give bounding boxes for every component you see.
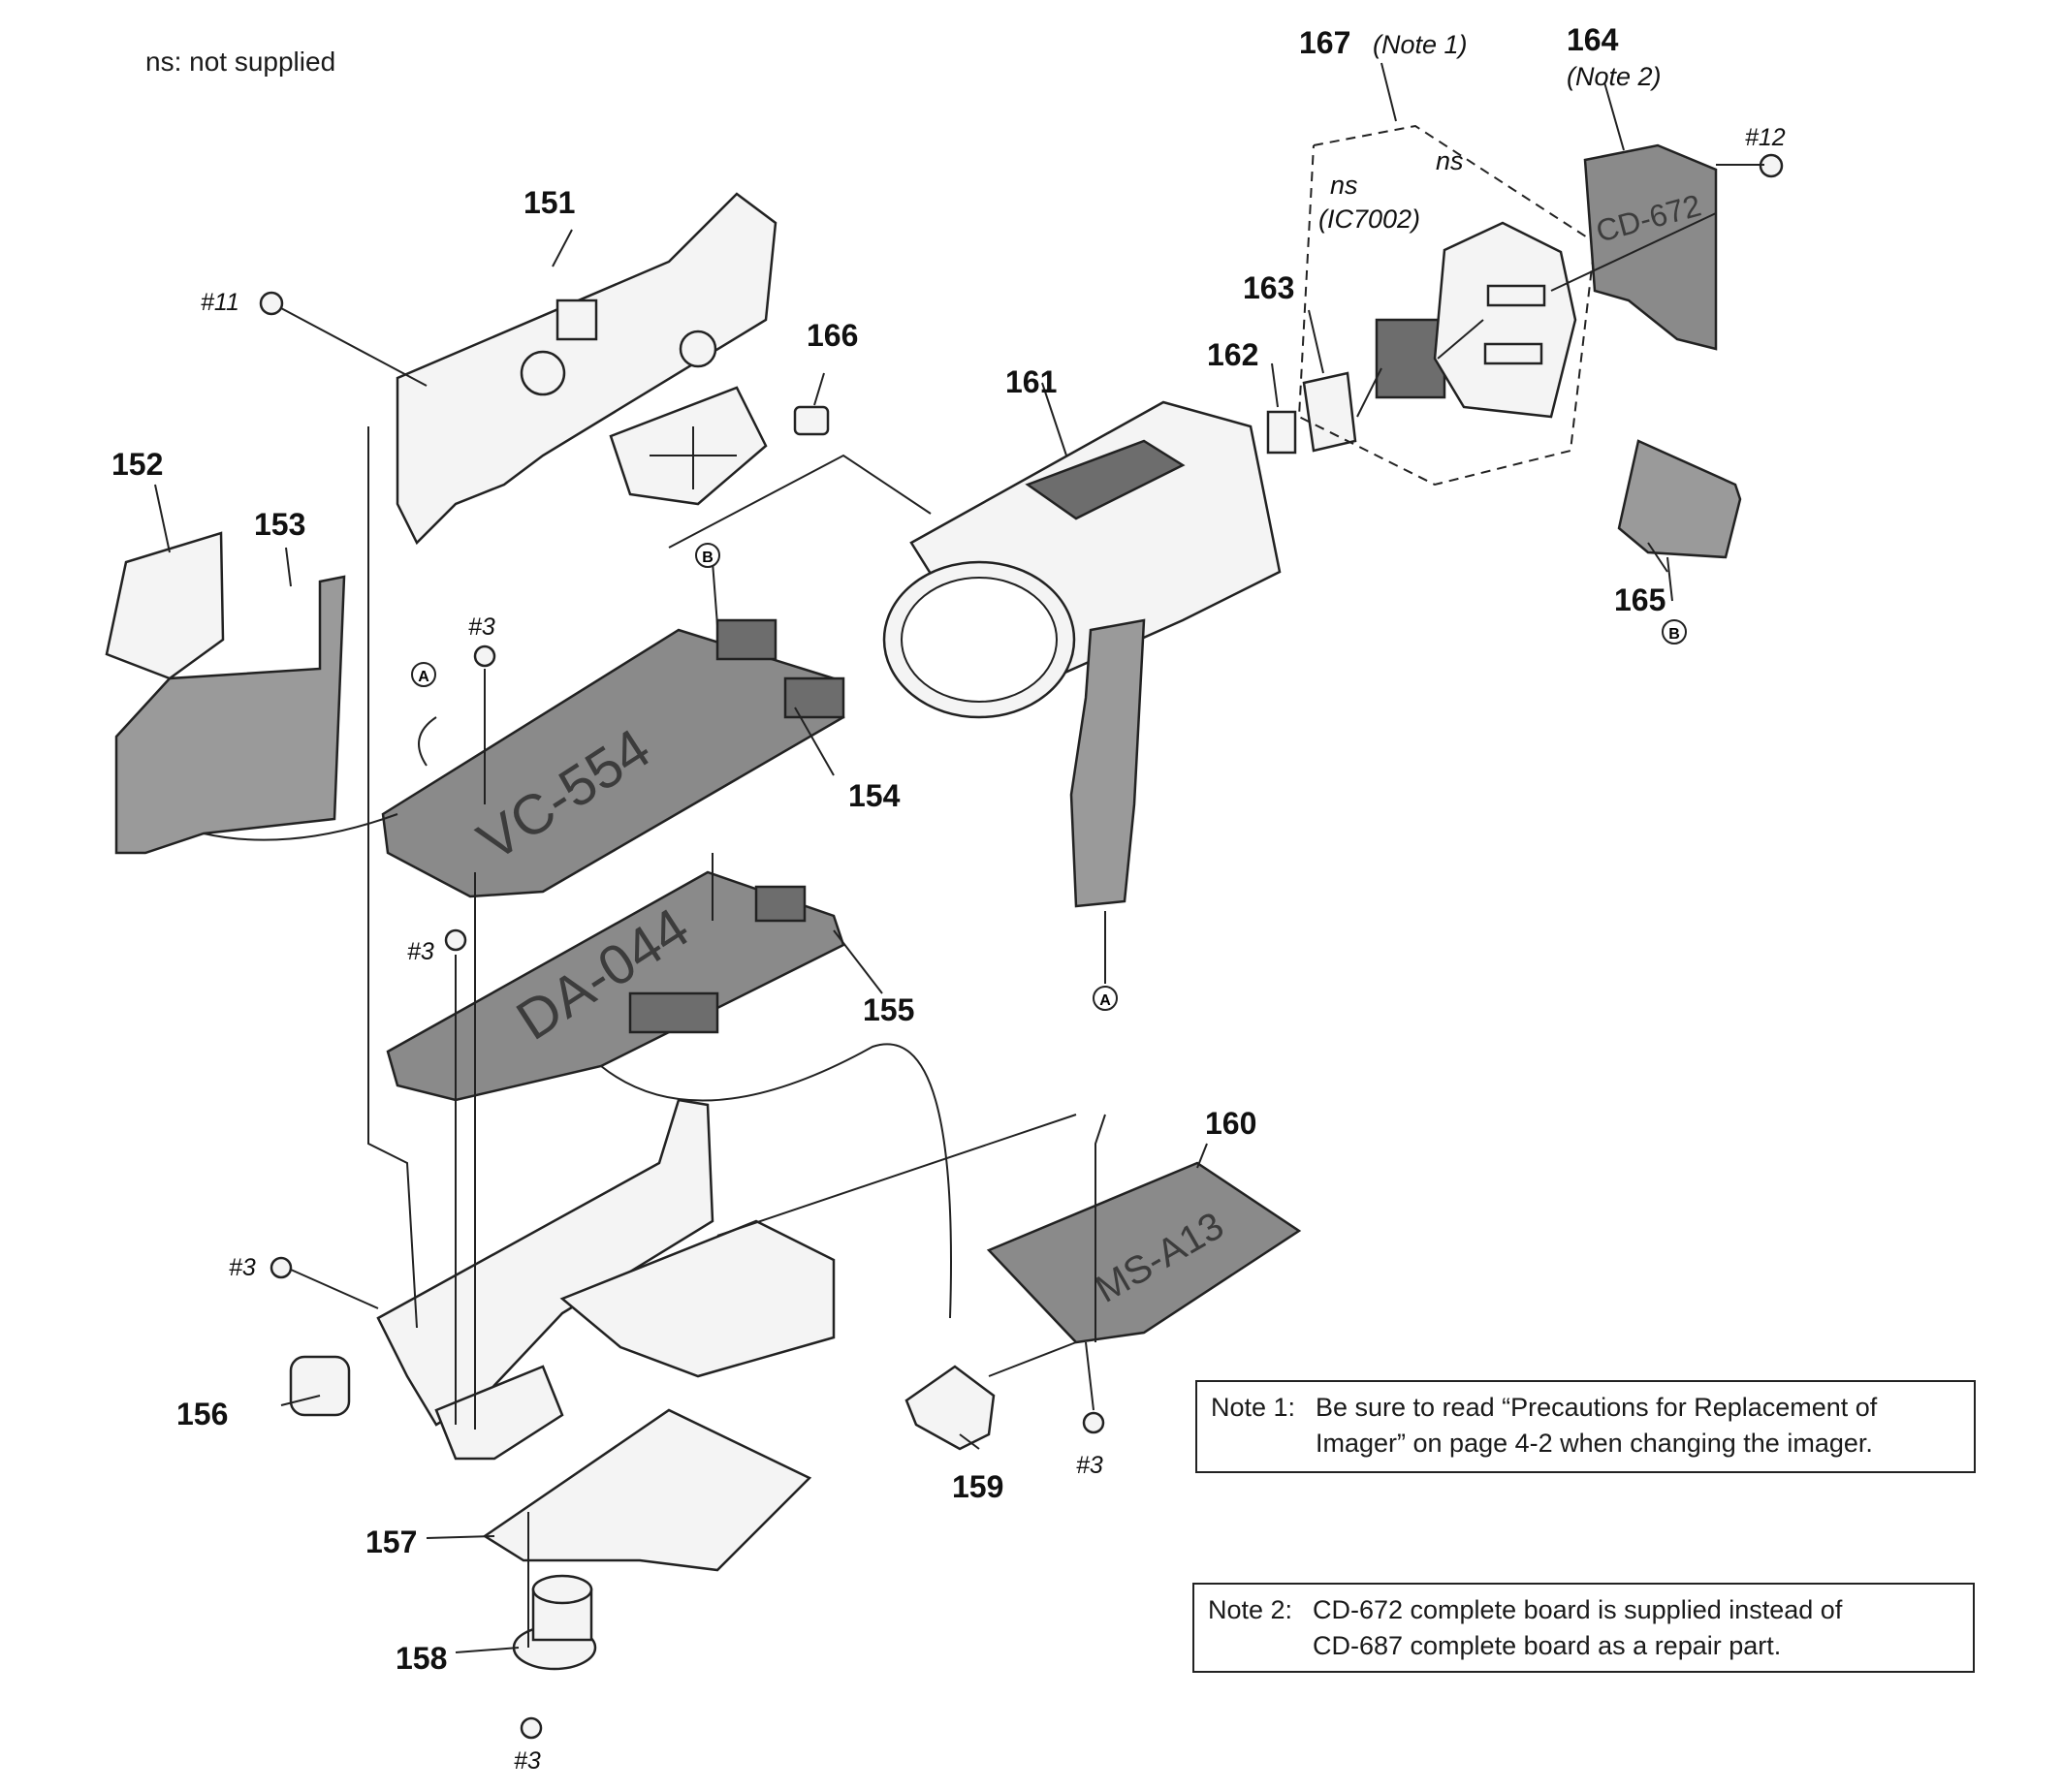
ic7002-imager	[1375, 318, 1446, 399]
label-161: 161	[1005, 364, 1057, 399]
part-162-filter	[1266, 410, 1297, 455]
screw-3-right	[1082, 1411, 1105, 1434]
note-1-line-2: Imager” on page 4-2 when changing the im…	[1316, 1429, 1873, 1458]
label-158: 158	[396, 1641, 447, 1676]
label-153: 153	[254, 507, 305, 542]
label-156: 156	[176, 1397, 228, 1431]
label-159: 159	[952, 1469, 1003, 1504]
ic7002-label: (IC7002)	[1318, 204, 1420, 234]
label-155: 155	[863, 992, 914, 1027]
label-154: 154	[848, 778, 901, 813]
note-1-box: Note 1: Be sure to read “Precautions for…	[1195, 1380, 1976, 1473]
note-1-line-1: Be sure to read “Precautions for Replace…	[1316, 1393, 1878, 1422]
part-152-sheet	[105, 531, 225, 680]
connector-marker-a-top: A	[411, 662, 436, 687]
part-155-da-board	[386, 870, 845, 1102]
part-153-flex-cable	[114, 575, 346, 855]
part-158-motor	[512, 1574, 597, 1671]
part-151-upper-frame	[396, 192, 777, 546]
part-166-cushion	[793, 405, 830, 436]
label-151: 151	[523, 185, 575, 220]
part-164-cd-board	[1583, 143, 1718, 351]
note-2-box: Note 2: CD-672 complete board is supplie…	[1192, 1583, 1975, 1673]
label-167-note-ref: (Note 1)	[1373, 30, 1468, 59]
ns-label-plate: ns	[1436, 146, 1464, 175]
screw-label-3-upper: #3	[468, 613, 495, 641]
note-2-line-2: CD-687 complete board as a repair part.	[1313, 1631, 1782, 1660]
connector-marker-b-right: B	[1662, 619, 1687, 644]
label-164: 164	[1567, 22, 1619, 57]
connector-marker-a-lens: A	[1093, 986, 1118, 1011]
part-154-vc-board	[381, 628, 845, 898]
label-163: 163	[1243, 270, 1294, 305]
screw-3-upper	[473, 644, 496, 668]
svg-text:A: A	[418, 669, 429, 685]
screw-label-12: #12	[1745, 124, 1786, 151]
legend-ns-not-supplied: ns: not supplied	[145, 47, 336, 77]
label-152: 152	[111, 447, 163, 482]
screw-label-3-bottom: #3	[514, 1747, 541, 1775]
label-165: 165	[1614, 582, 1665, 617]
svg-text:B: B	[702, 550, 714, 566]
part-161-lens-block	[882, 400, 1282, 908]
label-162: 162	[1207, 337, 1258, 372]
part-160-ms-board	[986, 1161, 1302, 1344]
label-167: 167	[1299, 25, 1350, 60]
note-2-line-1: CD-672 complete board is supplied instea…	[1313, 1595, 1843, 1624]
note-1-heading: Note 1:	[1211, 1393, 1296, 1422]
svg-text:A: A	[1099, 992, 1111, 1009]
label-166: 166	[807, 318, 858, 353]
screw-3-middle	[444, 928, 467, 952]
imager-plate	[1433, 221, 1577, 419]
note-2-heading: Note 2:	[1208, 1595, 1293, 1624]
label-164-note-ref: (Note 2)	[1567, 62, 1662, 91]
screw-label-3-left: #3	[229, 1254, 256, 1281]
screw-3-bottom	[520, 1716, 543, 1740]
screw-11	[259, 291, 284, 316]
label-160: 160	[1205, 1106, 1256, 1141]
screw-3-left	[270, 1256, 293, 1279]
screw-label-3-right: #3	[1076, 1452, 1103, 1479]
label-157: 157	[365, 1525, 417, 1559]
screw-label-3-middle: #3	[407, 938, 434, 965]
leader-lines	[154, 62, 1764, 1653]
ns-label-imager: ns	[1330, 171, 1358, 200]
connector-marker-b-top: B	[695, 543, 720, 568]
part-156-lower-frame	[289, 1098, 836, 1461]
part-165-flex-cable	[1617, 439, 1742, 559]
part-159-bracket	[904, 1365, 996, 1451]
part-163-holder	[1302, 371, 1357, 453]
svg-text:B: B	[1668, 626, 1680, 643]
part-157-bottom-plate	[482, 1408, 812, 1572]
screw-label-11: #11	[201, 289, 239, 316]
